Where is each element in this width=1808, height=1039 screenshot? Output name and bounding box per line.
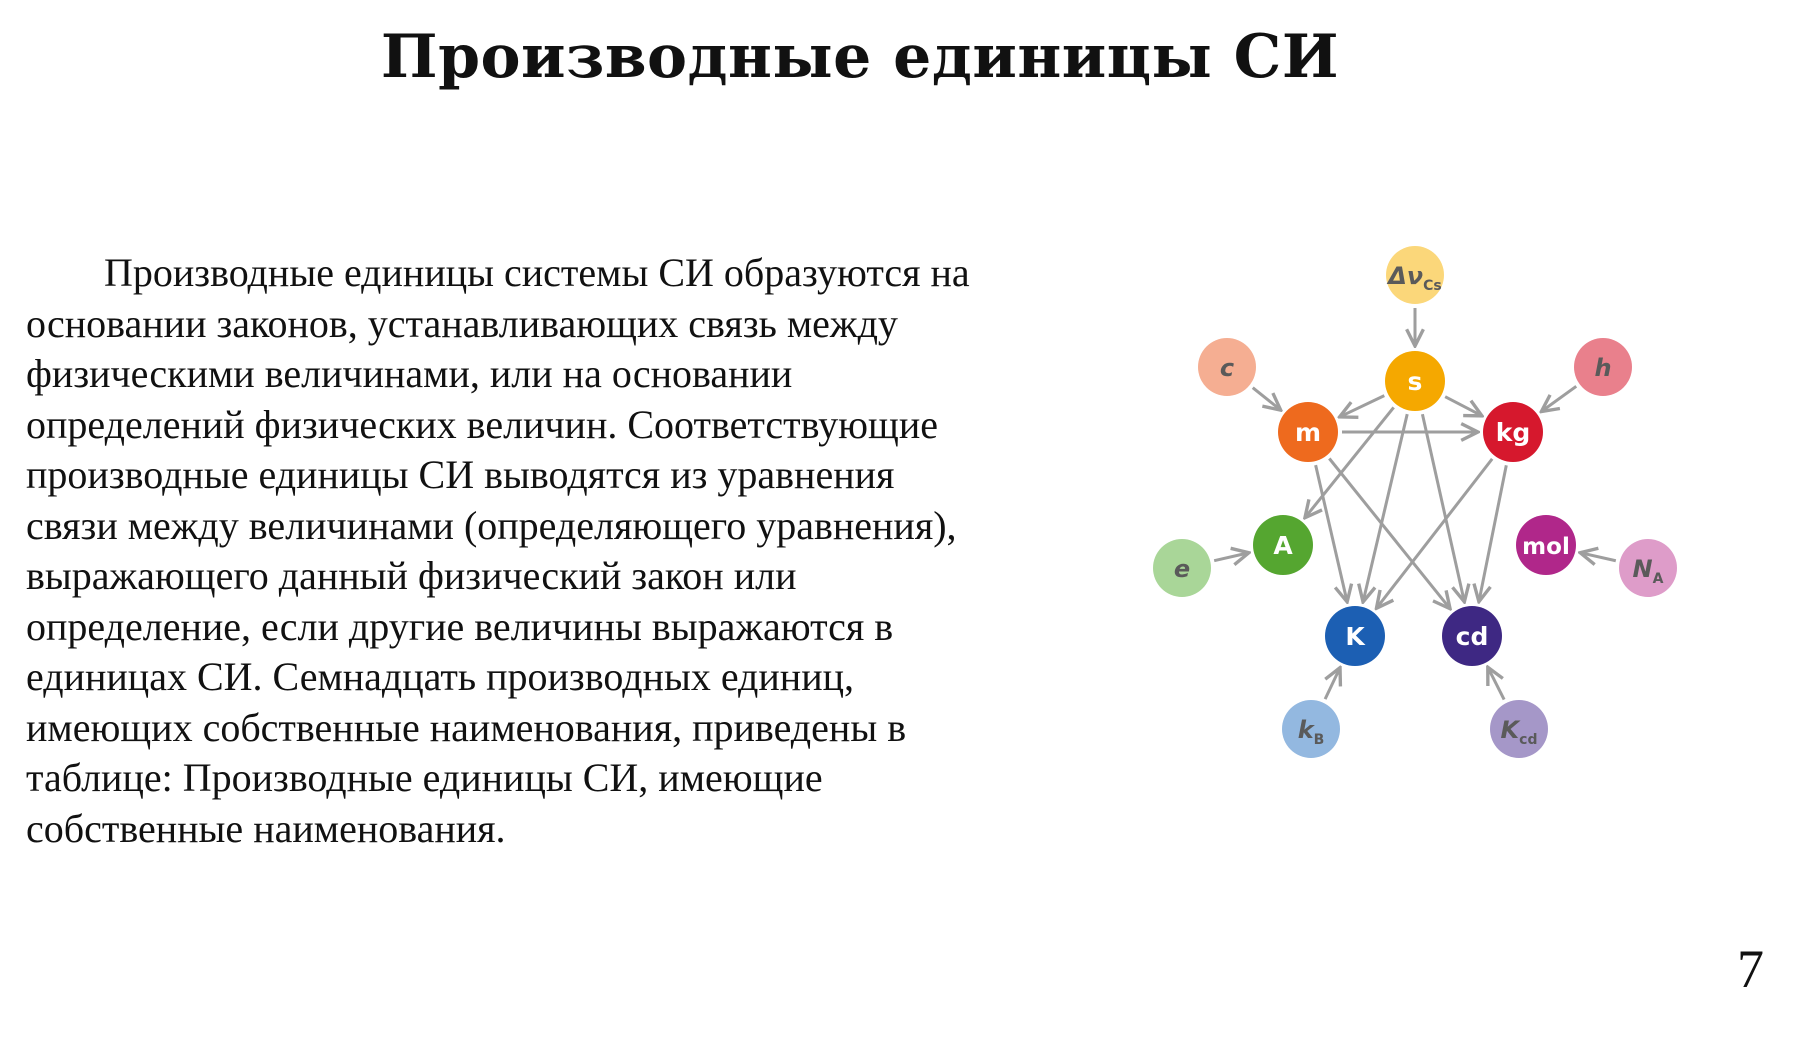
edge-e-to-A (1213, 553, 1249, 561)
edge-s-to-kg (1444, 395, 1482, 416)
edge-NA-to-mol (1580, 553, 1617, 561)
edge-kg-to-cd (1479, 465, 1508, 601)
paragraph-line: единицах СИ. Семнадцать производных един… (26, 654, 855, 699)
paragraph-line: имеющих собственные наименования, привед… (26, 704, 907, 750)
edge-s-to-cd (1420, 413, 1464, 602)
node-circle (1282, 700, 1340, 758)
node-circle (1442, 606, 1502, 666)
unit-node-kg: kg (1483, 402, 1543, 462)
node-circle (1619, 539, 1677, 597)
node-label: e (1174, 555, 1190, 583)
node-circle (1278, 402, 1338, 462)
node-label: A (1273, 531, 1293, 560)
node-circle (1574, 338, 1632, 396)
constant-node-e: e (1153, 539, 1211, 597)
constant-node-h: h (1574, 338, 1632, 396)
unit-node-mol: mol (1516, 515, 1576, 575)
paragraph-line: физическими величинами, или на основании (26, 351, 793, 396)
paragraph-line: определение, если другие величины выража… (26, 603, 894, 649)
edge-h-to-kg (1541, 385, 1578, 411)
node-circle (1253, 515, 1313, 575)
node-label: NA (1633, 555, 1664, 587)
node-circle (1153, 539, 1211, 597)
node-circle (1198, 338, 1256, 396)
node-label: Kcd (1501, 716, 1538, 748)
paragraph-line: собственные наименования. (26, 805, 506, 851)
node-label: m (1295, 418, 1321, 447)
edge-c-to-m (1251, 386, 1281, 410)
page-title: Производные единицы СИ (380, 22, 1340, 92)
edge-s-to-m (1340, 394, 1385, 417)
constant-node-Kcd: Kcd (1490, 700, 1548, 758)
node-circle (1483, 402, 1543, 462)
edge-m-to-K (1314, 464, 1348, 602)
paragraph-line: связи между величинами (определяющего ур… (26, 502, 957, 548)
constant-node-kB: kB (1282, 700, 1340, 758)
paragraph-line: основании законов, устанавливающих связь… (26, 300, 898, 346)
unit-node-K: K (1325, 606, 1385, 666)
paragraph-line: таблице: Производные единицы СИ, имеющие (26, 755, 823, 800)
node-label: h (1594, 354, 1611, 382)
constant-node-NA: NA (1619, 539, 1677, 597)
unit-node-s: s (1385, 351, 1445, 411)
paragraph-line: Производные единицы системы СИ образуютс… (104, 250, 970, 295)
node-circle (1490, 700, 1548, 758)
paragraph-line: выражающего данный физический закон или (26, 553, 797, 598)
edge-s-to-K (1363, 413, 1409, 602)
edge-kg-to-K (1376, 457, 1494, 608)
edge-Kcd-to-cd (1488, 667, 1506, 701)
paragraph-line: определений физических величин. Соответс… (26, 401, 938, 447)
diagram-edges (1213, 308, 1617, 701)
node-label: ΔνCs (1386, 262, 1442, 294)
body-paragraph: Производные единицы системы СИ образуютс… (26, 248, 1146, 854)
edge-s-to-A (1305, 406, 1395, 517)
unit-node-m: m (1278, 402, 1338, 462)
node-circle (1385, 351, 1445, 411)
node-label: s (1408, 367, 1423, 396)
node-label: cd (1456, 622, 1489, 651)
paragraph-line: производные единицы СИ выводятся из урав… (26, 452, 895, 497)
edge-m-to-cd (1328, 457, 1450, 608)
node-label: kB (1298, 716, 1325, 748)
edge-kB-to-K (1323, 668, 1340, 700)
unit-node-cd: cd (1442, 606, 1502, 666)
node-circle (1516, 515, 1576, 575)
node-label: c (1220, 354, 1234, 382)
node-label: mol (1522, 534, 1570, 560)
node-circle (1386, 246, 1444, 304)
unit-node-A: A (1253, 515, 1313, 575)
node-label: kg (1496, 418, 1531, 447)
node-label: K (1345, 622, 1366, 651)
node-circle (1325, 606, 1385, 666)
constant-node-c: c (1198, 338, 1256, 396)
page-number: 7 (1737, 939, 1764, 999)
constant-node-dnu: ΔνCs (1386, 246, 1444, 304)
